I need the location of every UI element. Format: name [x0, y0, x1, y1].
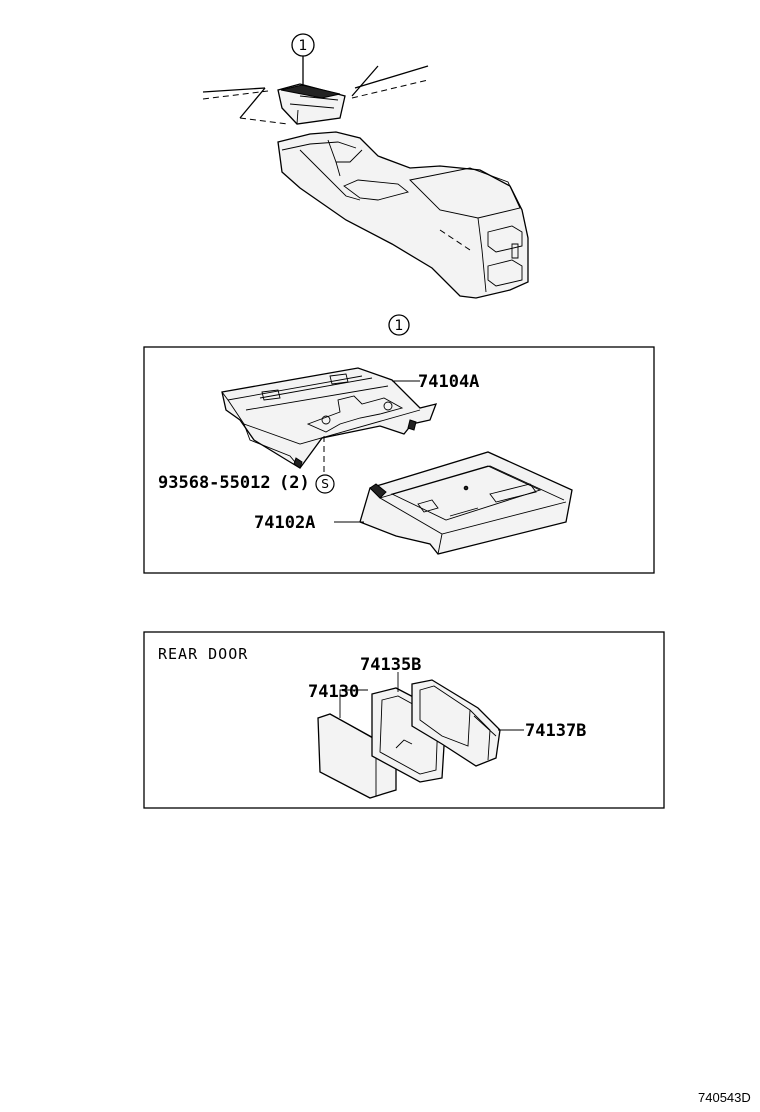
rear-door-panel-title: REAR DOOR [158, 645, 248, 663]
bracket-illustration [221, 367, 438, 469]
rear-door-panel-frame [143, 631, 665, 809]
part-label-74137B: 74137B [525, 721, 586, 741]
ref-mark-panel: 1 [388, 314, 410, 336]
part-label-screw: 93568-55012 [158, 473, 271, 493]
ref-mark-top: 1 [291, 33, 315, 57]
part-label-74135B: 74135B [360, 655, 421, 675]
upper-panel-frame [143, 346, 655, 574]
svg-text:1: 1 [299, 38, 308, 54]
s-symbol: S [315, 474, 335, 494]
diagram-code: 740543D [698, 1090, 751, 1105]
part-label-74130: 74130 [308, 682, 359, 702]
ashtray-illustration [359, 451, 573, 555]
rear-ashtray-leader [339, 689, 368, 718]
part-label-74102A: 74102A [254, 513, 315, 533]
part-label-74104A: 74104A [418, 372, 479, 392]
svg-text:S: S [321, 477, 329, 491]
console-overview-illustration [202, 56, 529, 299]
rear-door-ashtray-illustration [317, 679, 501, 799]
svg-text:1: 1 [395, 318, 404, 334]
part-label-screw-qty: (2) [279, 473, 310, 493]
